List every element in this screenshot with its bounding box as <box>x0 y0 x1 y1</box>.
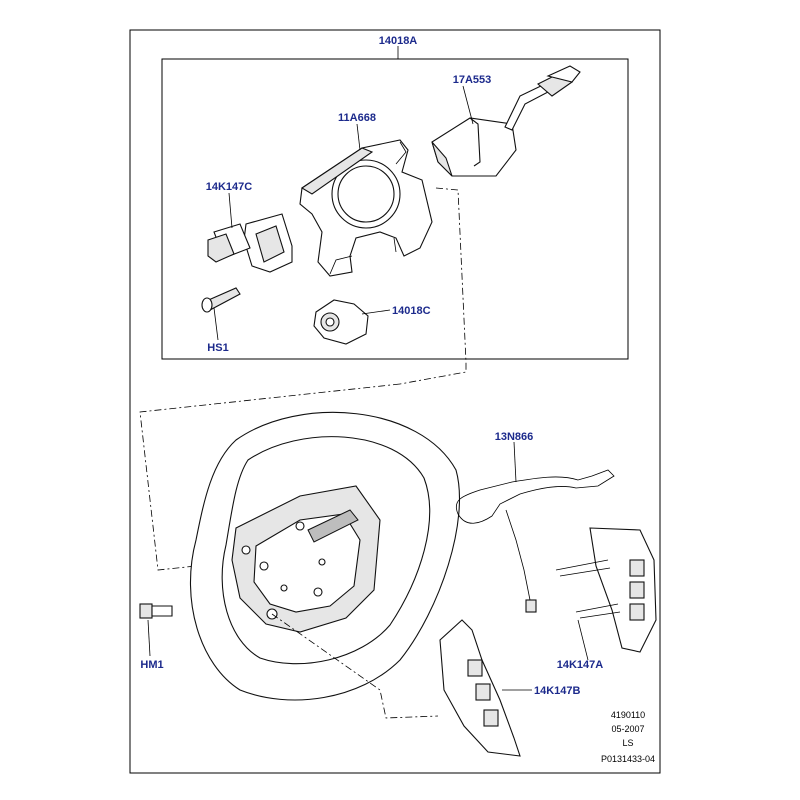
label-14018A: 14018A <box>379 35 418 47</box>
clockspring-housing-part: 11A668 <box>299 112 433 277</box>
footer-line-2: 05-2007 <box>611 724 644 734</box>
label-13N866: 13N866 <box>495 431 534 443</box>
label-14K147A: 14K147A <box>557 659 604 671</box>
outer-frame <box>129 29 661 774</box>
switch-left-part: 14K147B <box>439 619 581 757</box>
leader-dashed-upper <box>399 187 467 385</box>
assembly-box <box>161 58 629 360</box>
label-HM1: HM1 <box>140 659 163 671</box>
label-14K147B: 14K147B <box>534 685 581 697</box>
label-14018C: 14018C <box>392 305 431 317</box>
steering-wheel-part <box>189 411 460 701</box>
label-14K147C: 14K147C <box>206 181 253 193</box>
label-HS1: HS1 <box>207 342 228 354</box>
footer-line-1: 4190110 <box>611 710 645 720</box>
leader-dashed-lower <box>271 613 439 719</box>
label-17A553: 17A553 <box>453 74 492 86</box>
switch-right-part: 14K147A <box>555 527 657 671</box>
footer-line-3: LS <box>622 738 633 748</box>
footer-line-4: P0131433-04 <box>601 754 655 764</box>
wiper-switch-part: 17A553 <box>431 65 581 177</box>
indicator-switch-part: 14K147C <box>206 181 293 273</box>
screw-part: HS1 <box>201 287 241 354</box>
leader-dashed-left <box>139 383 401 571</box>
bolt-part: HM1 <box>139 603 173 671</box>
clockspring-part: 14018C <box>313 299 431 345</box>
harness-part: 13N866 <box>455 431 615 613</box>
label-11A668: 11A668 <box>338 112 376 124</box>
